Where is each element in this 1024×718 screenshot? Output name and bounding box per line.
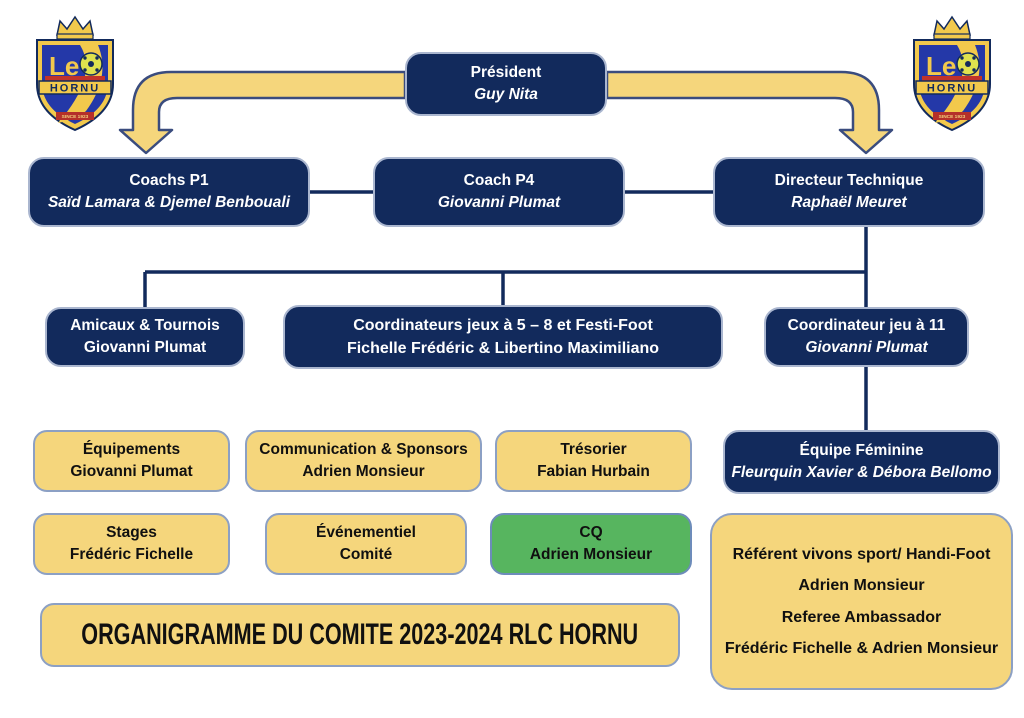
page-title: ORGANIGRAMME DU COMITE 2023-2024 RLC HOR… [81, 618, 639, 651]
directeur-technique-title: Directeur Technique [774, 171, 924, 189]
coach-p4-title: Coach P4 [463, 171, 535, 189]
coordinateurs-5-8-title: Coordinateurs jeux à 5 – 8 et Festi-Foot [353, 316, 653, 334]
club-crest-icon: Le HORNU SINCE 1923 [36, 15, 114, 132]
amicaux-tournois-box: Amicaux & Tournois Giovanni Plumat [45, 307, 245, 367]
equipe-feminine-name: Fleurquin Xavier & Débora Bellomo [731, 464, 992, 481]
evenementiel-name: Comité [339, 546, 393, 563]
stages-box: Stages Frédéric Fichelle [33, 513, 230, 575]
equipe-feminine-title: Équipe Féminine [799, 441, 924, 459]
cq-box: CQ Adrien Monsieur [490, 513, 692, 575]
tresorier-title: Trésorier [560, 440, 627, 458]
communication-sponsors-name: Adrien Monsieur [302, 463, 425, 480]
communication-sponsors-title: Communication & Sponsors [259, 440, 468, 458]
club-crest-icon: Le HORNU SINCE 1923 [913, 15, 991, 132]
referent-line-4: Frédéric Fichelle & Adrien Monsieur [724, 639, 999, 657]
club-since: SINCE 1923 [62, 114, 89, 120]
club-since: SINCE 1923 [939, 114, 966, 120]
referent-box: Référent vivons sport/ Handi-Foot Adrien… [710, 513, 1013, 690]
title-banner: ORGANIGRAMME DU COMITE 2023-2024 RLC HOR… [40, 603, 680, 667]
cq-name: Adrien Monsieur [529, 546, 653, 563]
coordinateur-11-name: Giovanni Plumat [805, 339, 928, 356]
cq-title: CQ [579, 523, 603, 541]
flow-arrow-right [605, 70, 894, 155]
equipements-name: Giovanni Plumat [70, 463, 193, 480]
tresorier-box: Trésorier Fabian Hurbain [495, 430, 692, 492]
equipements-box: Équipements Giovanni Plumat [33, 430, 230, 492]
tresorier-name: Fabian Hurbain [537, 463, 650, 480]
stages-name: Frédéric Fichelle [69, 546, 194, 563]
equipements-title: Équipements [82, 440, 181, 458]
president-title: Président [470, 63, 542, 81]
club-logo-left: Le HORNU SINCE 1923 [25, 14, 125, 136]
evenementiel-title: Événementiel [316, 523, 416, 541]
club-name: HORNU [50, 83, 100, 95]
coach-p4-name: Giovanni Plumat [437, 194, 561, 211]
president-name: Guy Nita [474, 86, 538, 103]
evenementiel-box: Événementiel Comité [265, 513, 467, 575]
equipe-feminine-box: Équipe Féminine Fleurquin Xavier & Débor… [723, 430, 1000, 494]
coachs-p1-name: Saïd Lamara & Djemel Benbouali [47, 194, 291, 211]
club-name: HORNU [927, 83, 977, 95]
referent-line-3: Referee Ambassador [781, 608, 942, 626]
president-box: Président Guy Nita [405, 52, 607, 116]
coachs-p1-box: Coachs P1 Saïd Lamara & Djemel Benbouali [28, 157, 310, 227]
coordinateur-11-title: Coordinateur jeu à 11 [787, 316, 946, 334]
org-lines [143, 190, 868, 433]
directeur-technique-box: Directeur Technique Raphaël Meuret [713, 157, 985, 227]
coordinateurs-5-8-box: Coordinateurs jeux à 5 – 8 et Festi-Foot… [283, 305, 723, 369]
communication-sponsors-box: Communication & Sponsors Adrien Monsieur [245, 430, 482, 492]
coordinateurs-5-8-name: Fichelle Frédéric & Libertino Maximilian… [346, 340, 660, 357]
referent-line-2: Adrien Monsieur [798, 577, 925, 595]
referent-line-1: Référent vivons sport/ Handi-Foot [732, 546, 991, 564]
coordinateur-11-box: Coordinateur jeu à 11 Giovanni Plumat [764, 307, 969, 367]
coach-p4-box: Coach P4 Giovanni Plumat [373, 157, 625, 227]
flow-arrow-left [118, 70, 407, 155]
amicaux-tournois-name: Giovanni Plumat [83, 339, 207, 356]
stages-title: Stages [106, 523, 157, 541]
club-logo-right: Le HORNU SINCE 1923 [902, 14, 1002, 136]
coachs-p1-title: Coachs P1 [129, 171, 209, 189]
directeur-technique-name: Raphaël Meuret [791, 194, 907, 211]
amicaux-tournois-title: Amicaux & Tournois [70, 316, 220, 334]
